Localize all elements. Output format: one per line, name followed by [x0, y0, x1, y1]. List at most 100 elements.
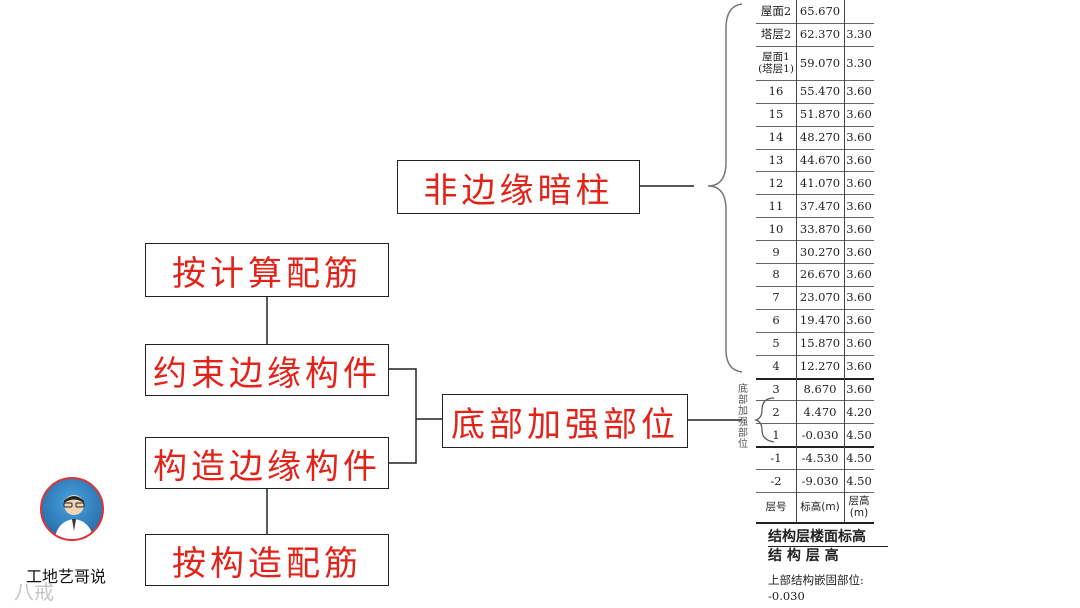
table-cell-floor: 4	[756, 359, 796, 373]
table-cell-height: 4.20	[844, 405, 874, 419]
table-cell-elev: 44.670	[796, 153, 844, 167]
table-cell-floor: 15	[756, 107, 796, 121]
table-cell-elev: -4.530	[796, 451, 844, 465]
table-cell-height: 3.30	[844, 56, 874, 70]
table-cell-elev: 37.470	[796, 199, 844, 213]
table-cell-height: 3.60	[844, 130, 874, 144]
table-cell-height: 3.60	[844, 107, 874, 121]
table-cell-height: 3.30	[844, 27, 874, 41]
table-cell-floor: 5	[756, 336, 796, 350]
table-cell-floor: 2	[756, 405, 796, 419]
table-cell-floor: 16	[756, 84, 796, 98]
table-cell-floor: 塔层2	[756, 26, 796, 42]
table-note: 上部结构嵌固部位: -0.030	[768, 572, 908, 604]
table-cell-floor: 9	[756, 245, 796, 259]
table-cell-height: 3.60	[844, 176, 874, 190]
bottom-reinforce-side-label: 底部加强部位	[736, 384, 750, 450]
table-header-height: 层高(m)	[844, 495, 874, 519]
structural-edge-box: 构造边缘构件	[145, 437, 389, 489]
table-cell-elev: 19.470	[796, 313, 844, 327]
table-cell-floor: 10	[756, 222, 796, 236]
table-cell-floor: 8	[756, 267, 796, 281]
bottom-reinforce-box: 底部加强部位	[442, 394, 688, 448]
table-note-line2: -0.030	[768, 588, 908, 604]
table-cell-elev: -9.030	[796, 474, 844, 488]
table-cell-height: 4.50	[844, 428, 874, 442]
table-row: 屋面265.670	[756, 0, 874, 23]
watermark: 八戒	[14, 576, 54, 605]
table-cell-height: 3.60	[844, 382, 874, 396]
table-cell-height: 3.60	[844, 290, 874, 304]
table-cell-floor: 14	[756, 130, 796, 144]
table-cell-elev: 48.270	[796, 130, 844, 144]
calc-rebar-label: 按计算配筋	[172, 246, 362, 295]
table-title: 结构层楼面标高 结 构 层 高	[768, 528, 888, 565]
table-cell-elev: 51.870	[796, 107, 844, 121]
constrained-edge-box: 约束边缘构件	[145, 344, 389, 396]
table-cell-elev: 33.870	[796, 222, 844, 236]
table-cell-height: 3.60	[844, 199, 874, 213]
table-cell-floor: 11	[756, 199, 796, 213]
table-cell-elev: 12.270	[796, 359, 844, 373]
table-title-line1: 结构层楼面标高	[768, 528, 888, 546]
non-edge-column-box: 非边缘暗柱	[397, 160, 640, 214]
constrained-edge-label: 约束边缘构件	[153, 346, 381, 395]
table-cell-height: 3.60	[844, 267, 874, 281]
table-row: 1241.0703.60	[756, 171, 874, 194]
table-cell-floor: 13	[756, 153, 796, 167]
table-column-rule	[844, 0, 845, 522]
detail-rebar-label: 按构造配筋	[172, 536, 362, 585]
table-row: 1344.6703.60	[756, 149, 874, 172]
table-cell-height: 3.60	[844, 84, 874, 98]
table-cell-height: 4.50	[844, 474, 874, 488]
table-row: 1448.2703.60	[756, 126, 874, 149]
avatar	[40, 477, 104, 541]
table-cell-floor: 12	[756, 176, 796, 190]
table-column-rule	[796, 0, 797, 522]
non-edge-column-label: 非边缘暗柱	[424, 163, 614, 212]
table-cell-elev: 59.070	[796, 56, 844, 70]
table-cell-elev: 55.470	[796, 84, 844, 98]
table-cell-floor: 1	[756, 428, 796, 442]
table-cell-floor: -1	[756, 451, 796, 465]
table-bottom-rule	[756, 522, 874, 524]
table-header-floor: 层号	[756, 501, 796, 513]
table-title-line2: 结 构 层 高	[768, 546, 888, 565]
table-cell-elev: 23.070	[796, 290, 844, 304]
table-cell-floor: 屋面2	[756, 3, 796, 19]
detail-rebar-box: 按构造配筋	[145, 534, 389, 586]
calc-rebar-box: 按计算配筋	[145, 243, 389, 297]
table-cell-elev: 41.070	[796, 176, 844, 190]
table-cell-height: 3.60	[844, 313, 874, 327]
table-cell-floor: 3	[756, 382, 796, 396]
table-cell-floor: 7	[756, 290, 796, 304]
table-cell-height: 3.60	[844, 359, 874, 373]
table-cell-floor: 6	[756, 313, 796, 327]
table-note-line1: 上部结构嵌固部位:	[768, 572, 908, 588]
table-cell-height: 3.60	[844, 222, 874, 236]
table-cell-elev: 30.270	[796, 245, 844, 259]
table-row: 1-0.0304.50	[756, 423, 874, 446]
structural-edge-label: 构造边缘构件	[153, 439, 381, 488]
table-cell-height: 3.60	[844, 245, 874, 259]
table-cell-floor: -2	[756, 474, 796, 488]
table-row: 1551.8703.60	[756, 103, 874, 126]
table-cell-elev: 15.870	[796, 336, 844, 350]
